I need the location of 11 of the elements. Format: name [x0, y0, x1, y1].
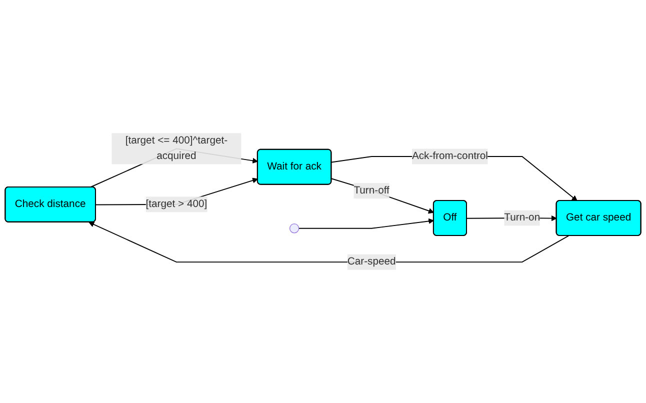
node-circle [289, 224, 300, 234]
edge-label: Turn-on [504, 212, 540, 224]
edge-label: [target <= 400]^target-acquired [125, 135, 228, 162]
edge-label: [target > 400] [146, 198, 208, 210]
edge-label: Car-speed [347, 256, 396, 268]
edge-label: Turn-off [354, 184, 390, 196]
arrow [298, 218, 434, 229]
arrow [88, 222, 570, 263]
edge-label: Ack-from-control [412, 150, 488, 162]
arrow [331, 178, 434, 214]
arrow [331, 156, 578, 202]
